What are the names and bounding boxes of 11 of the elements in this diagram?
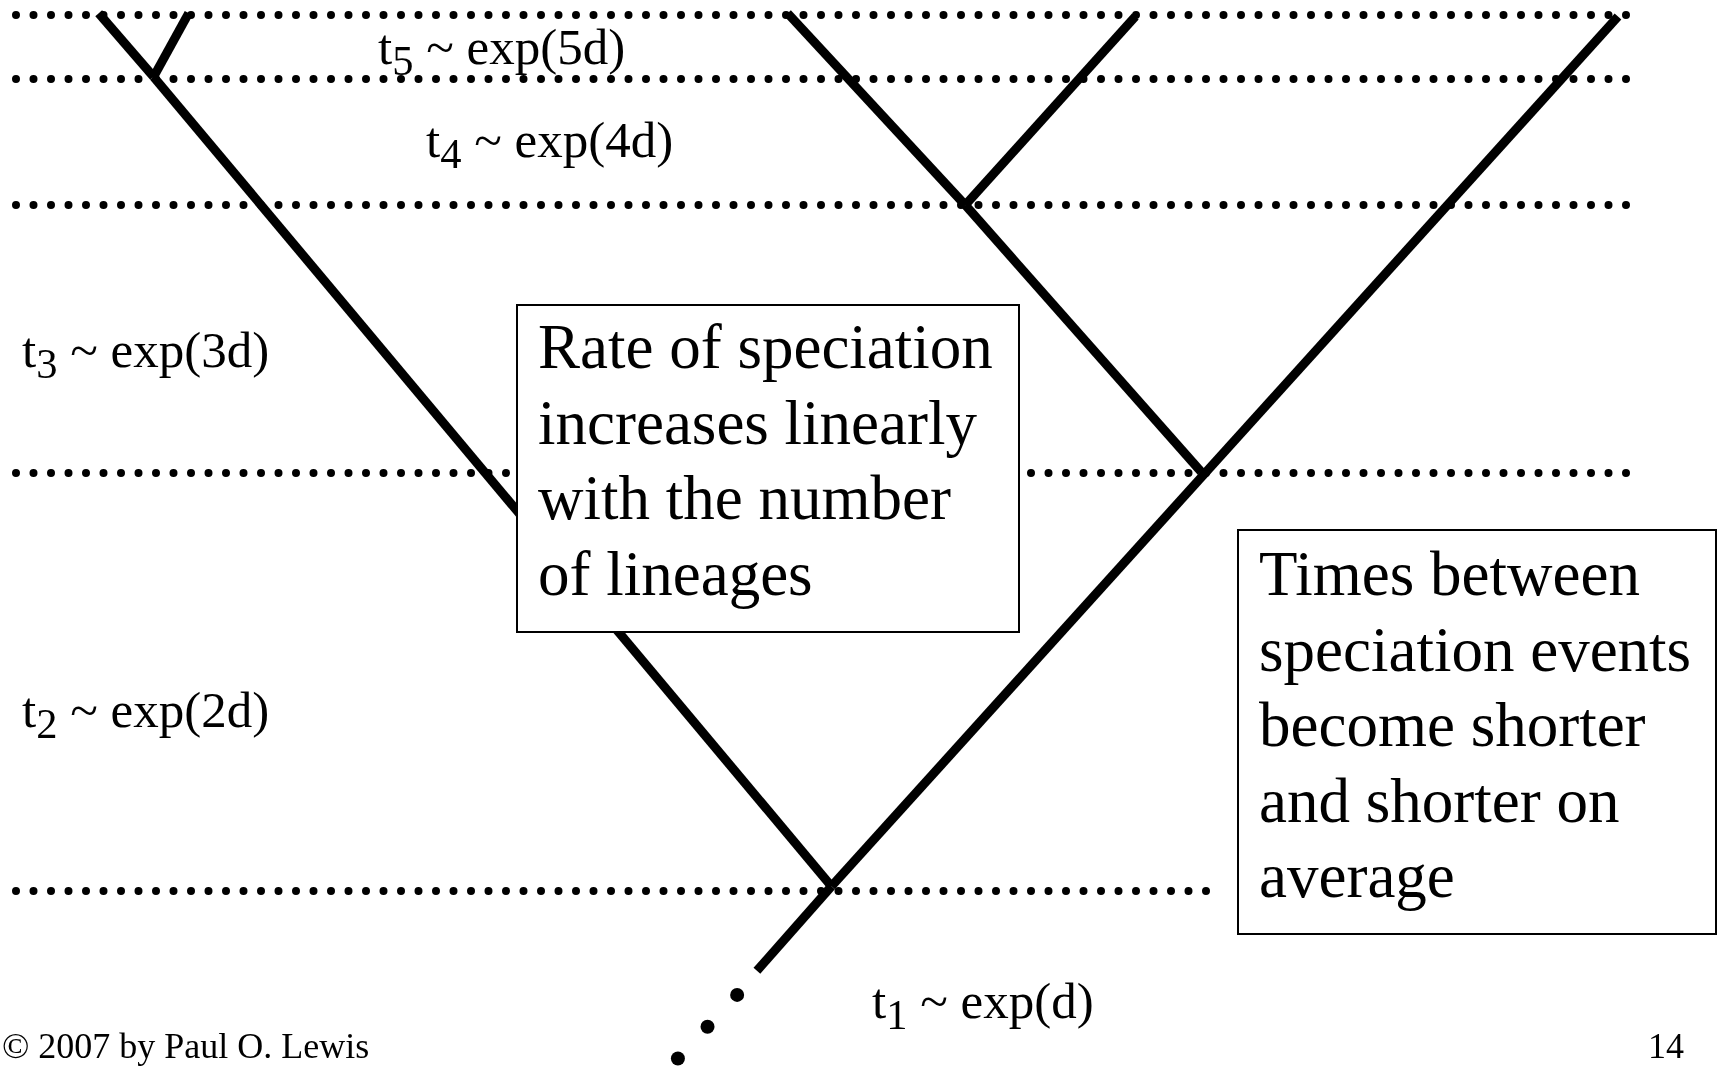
- interval-label: t$_{1}$ ~ exp(d): [872, 972, 1094, 1041]
- note-box: [516, 304, 1020, 633]
- page-number: 14: [1648, 1026, 1684, 1068]
- interval-label: t$_{4}$ ~ exp(4d): [426, 111, 674, 180]
- interval-label: t$_{2}$ ~ exp(2d): [22, 681, 270, 750]
- interval-label: t$_{5}$ ~ exp(5d): [378, 18, 626, 87]
- interval-label: t$_{3}$ ~ exp(3d): [22, 321, 270, 390]
- note-box: [1237, 529, 1717, 935]
- copyright-note: © 2007 by Paul O. Lewis: [2, 1026, 370, 1068]
- note-text: Times between speciation events become shorter and shorter on average: [1259, 538, 1693, 914]
- note-text: Rate of speciation increases linearly with the number of lineages: [538, 311, 994, 611]
